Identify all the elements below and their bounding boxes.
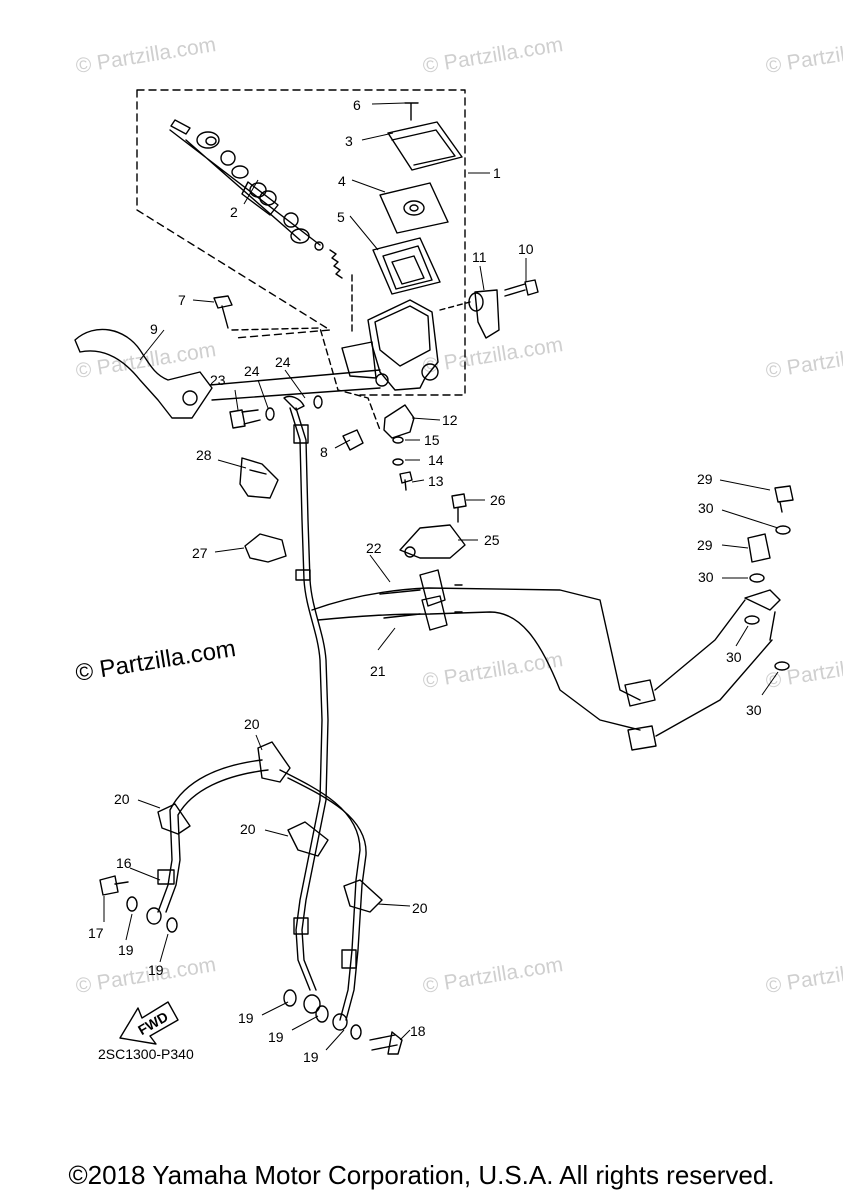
clamp-28	[239, 457, 279, 499]
callout-11: 11	[472, 249, 487, 265]
callout-19: 19	[268, 1029, 284, 1045]
brake-lever	[74, 328, 213, 419]
clamp-11	[474, 289, 500, 339]
bracket-25	[399, 524, 466, 559]
brake-pipe-21	[317, 611, 641, 731]
callout-19: 19	[148, 962, 164, 978]
callout-5: 5	[337, 209, 345, 225]
callout-1: 1	[493, 165, 501, 181]
callout-29: 29	[697, 537, 713, 553]
cap-plate	[379, 182, 449, 234]
callout-3: 3	[345, 133, 353, 149]
callout-6: 6	[353, 97, 361, 113]
callout-30: 30	[698, 569, 714, 585]
banjo-bolt-29b	[747, 533, 771, 563]
reservoir-cap	[387, 121, 463, 171]
callout-20: 20	[114, 791, 130, 807]
brake-switch	[383, 404, 415, 439]
master-cylinder-body	[367, 299, 439, 391]
callout-20: 20	[244, 716, 260, 732]
callout-26: 26	[490, 492, 506, 508]
callout-9: 9	[150, 321, 158, 337]
callout-21: 21	[370, 663, 386, 679]
nut-8	[342, 429, 364, 451]
callouts: 1 2 3 4 5 6 7 8 9 10 11 12 13 14 15 16 1…	[88, 97, 762, 1065]
callout-22: 22	[366, 540, 382, 556]
callout-23: 23	[210, 372, 226, 388]
callout-17: 17	[88, 925, 104, 941]
callout-7: 7	[178, 292, 186, 308]
callout-30: 30	[726, 649, 742, 665]
bolt-26	[451, 493, 467, 523]
piston-kit	[169, 119, 343, 279]
callout-20: 20	[412, 900, 428, 916]
callout-16: 16	[116, 855, 132, 871]
brake-pipe-22	[311, 587, 641, 701]
clamp-27	[244, 533, 287, 563]
bolt-10	[504, 279, 539, 297]
banjo-bolt-23	[229, 409, 261, 429]
callout-19: 19	[303, 1049, 319, 1065]
callout-8: 8	[320, 444, 328, 460]
assembly-boundary	[136, 89, 466, 396]
screw-13	[399, 471, 413, 491]
parts-diagram: 1 2 3 4 5 6 7 8 9 10 11 12 13 14 15 16 1…	[74, 89, 794, 1065]
clamp-20c	[287, 821, 329, 857]
callout-30: 30	[698, 500, 714, 516]
diagram-code: 2SC1300-P340	[98, 1046, 194, 1062]
banjo-bolt-29a	[774, 485, 794, 513]
callout-25: 25	[484, 532, 500, 548]
callout-20: 20	[240, 821, 256, 837]
copyright-notice: ©2018 Yamaha Motor Corporation, U.S.A. A…	[68, 1160, 775, 1190]
clamp-20d	[343, 879, 383, 913]
callout-19: 19	[238, 1010, 254, 1026]
brake-hose-right	[279, 769, 361, 1021]
callout-10: 10	[518, 241, 534, 257]
callout-24: 24	[244, 363, 260, 379]
screw-6	[404, 102, 419, 121]
leader-lines	[103, 102, 779, 1051]
union-block	[624, 679, 657, 751]
callout-27: 27	[192, 545, 208, 561]
callout-30: 30	[746, 702, 762, 718]
callout-28: 28	[196, 447, 212, 463]
callout-4: 4	[338, 173, 346, 189]
diaphragm	[372, 237, 441, 295]
callout-15: 15	[424, 432, 440, 448]
brake-hose-left	[157, 759, 263, 913]
callout-2: 2	[230, 204, 238, 220]
callout-29: 29	[697, 471, 713, 487]
fwd-arrow	[119, 1001, 179, 1045]
callout-19: 19	[118, 942, 134, 958]
callout-18: 18	[410, 1023, 426, 1039]
callout-12: 12	[442, 412, 458, 428]
callout-24: 24	[275, 354, 291, 370]
callout-14: 14	[428, 452, 444, 468]
callout-13: 13	[428, 473, 444, 489]
banjo-bolt-18	[369, 1031, 403, 1055]
bolt-7	[213, 295, 233, 329]
clamp-20b	[157, 803, 191, 835]
clamp-20a	[257, 741, 291, 783]
banjo-bolt-17	[99, 875, 129, 896]
leader-dashed	[231, 274, 381, 431]
